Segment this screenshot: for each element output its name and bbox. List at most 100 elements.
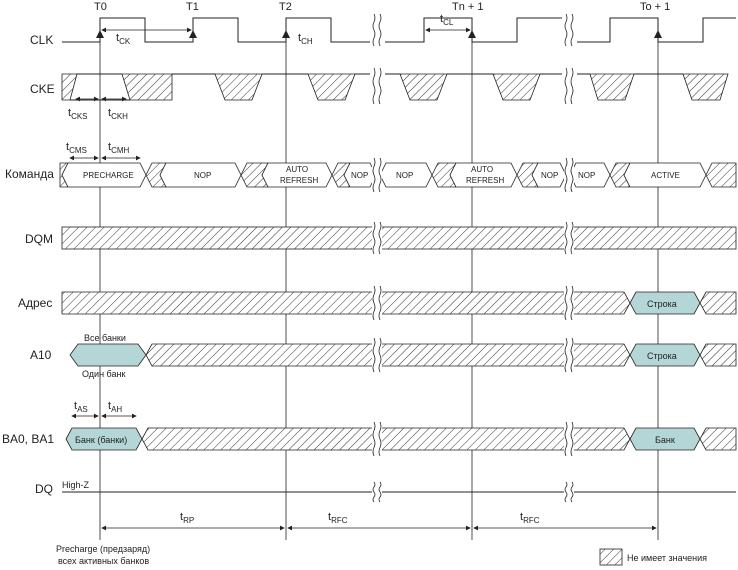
clock-t1: T1 xyxy=(186,1,199,13)
break-gap xyxy=(372,482,382,502)
break-line xyxy=(564,481,568,503)
break-line xyxy=(564,285,568,321)
break-gap xyxy=(564,158,574,192)
break-gap xyxy=(372,14,382,46)
break-gap xyxy=(564,14,574,46)
cke-waveform: tCKS tCKH xyxy=(61,73,729,121)
break-gap xyxy=(564,422,574,456)
cmd-nop-1: NOP xyxy=(194,171,211,180)
break-gap xyxy=(564,286,574,320)
break-line xyxy=(378,67,382,105)
break-line xyxy=(570,421,574,457)
tch-label: tCH xyxy=(298,32,313,46)
break-line xyxy=(570,13,574,47)
cmd-auto-1: AUTO xyxy=(286,165,308,174)
cmd-active: ACTIVE xyxy=(651,171,680,180)
break-gap xyxy=(564,68,574,104)
signal-dq: DQ xyxy=(35,482,53,496)
ba-bank-banks: Банк (банки) xyxy=(75,435,127,445)
break-line xyxy=(378,157,382,193)
break-line xyxy=(378,13,382,47)
clock-to1: To + 1 xyxy=(640,1,670,13)
signal-command: Команда xyxy=(5,167,54,181)
footer: Precharge (предзаряд) всех активных банк… xyxy=(56,544,707,566)
tcms-label: tCMS xyxy=(66,141,87,155)
clock-t0: T0 xyxy=(94,1,107,13)
dqm-waveform xyxy=(61,226,737,250)
break-line xyxy=(372,13,376,47)
break-line xyxy=(378,285,382,321)
signal-clk: CLK xyxy=(30,33,53,47)
tas-label: tAS xyxy=(74,400,88,414)
tckh-label: tCKH xyxy=(108,107,128,121)
break-line xyxy=(378,221,382,255)
reference-lines xyxy=(99,20,659,540)
dq-waveform: High-Z xyxy=(62,480,736,493)
cmd-nop-3: NOP xyxy=(396,171,413,180)
break-line xyxy=(378,421,382,457)
signal-cke: CKE xyxy=(30,82,55,96)
break-line xyxy=(564,221,568,255)
break-gap xyxy=(372,222,382,254)
cmd-refresh-2: REFRESH xyxy=(466,176,504,185)
trp-label: tRP xyxy=(180,511,194,525)
dq-high-z: High-Z xyxy=(62,480,90,490)
legend-hatch-swatch xyxy=(599,548,623,566)
tcmh-label: tCMH xyxy=(108,141,130,155)
break-line xyxy=(372,285,376,321)
legend-label: Не имеет значения xyxy=(627,553,707,563)
break-line xyxy=(564,67,568,105)
signal-a10: A10 xyxy=(30,348,52,362)
tcks-label: tCKS xyxy=(68,107,88,121)
break-marks xyxy=(372,13,574,503)
break-line xyxy=(570,337,574,373)
break-line xyxy=(378,481,382,503)
tah-label: tAH xyxy=(108,400,122,414)
a10-all-banks: Все банки xyxy=(84,333,126,343)
break-line xyxy=(570,285,574,321)
break-line xyxy=(570,67,574,105)
cmd-nop-2: NOP xyxy=(351,171,368,180)
break-gap xyxy=(372,422,382,456)
cmd-precharge: PRECHARGE xyxy=(83,171,134,180)
signal-ba: BA0, BA1 xyxy=(2,432,54,446)
break-line xyxy=(570,481,574,503)
signal-dqm: DQM xyxy=(25,232,53,246)
clock-t2: T2 xyxy=(279,1,292,13)
break-line xyxy=(372,337,376,373)
command-waveform: tCMS tCMH PRECHARGE NOP AUTO REFRESH NOP… xyxy=(59,141,737,188)
a10-waveform: Все банки Один банк Строка xyxy=(69,333,737,379)
break-gap xyxy=(564,482,574,502)
precharge-note-line1: Precharge (предзаряд) xyxy=(56,544,150,554)
break-line xyxy=(564,337,568,373)
break-gap xyxy=(564,222,574,254)
address-waveform: Строка xyxy=(61,291,737,315)
signal-address: Адрес xyxy=(18,296,52,310)
clk-waveform: tCK tCH tCL xyxy=(62,13,736,46)
break-gap xyxy=(372,286,382,320)
break-gap xyxy=(372,158,382,192)
break-line xyxy=(372,421,376,457)
break-line xyxy=(564,13,568,47)
break-line xyxy=(564,421,568,457)
trfc-label-2: tRFC xyxy=(520,511,540,525)
break-gap xyxy=(372,68,382,104)
break-line xyxy=(372,67,376,105)
clock-labels: T0 T1 T2 Tn + 1 To + 1 xyxy=(94,1,670,13)
a10-one-bank: Один банк xyxy=(82,369,125,379)
break-line xyxy=(564,157,568,193)
interval-arrows: tRP tRFC tRFC xyxy=(101,511,657,531)
break-line xyxy=(372,221,376,255)
signal-labels: CLK CKE Команда DQM Адрес A10 BA0, BA1 D… xyxy=(2,33,55,496)
tck-label: tCK xyxy=(116,32,131,46)
a10-row-value: Строка xyxy=(647,351,677,361)
cmd-nop-4: NOP xyxy=(541,171,558,180)
break-line xyxy=(372,157,376,193)
break-line xyxy=(570,157,574,193)
ba-bank-value: Банк xyxy=(655,435,675,445)
clock-tn1: Tn + 1 xyxy=(452,1,484,13)
break-gap xyxy=(372,338,382,372)
break-line xyxy=(372,481,376,503)
cmd-nop-5: NOP xyxy=(578,171,595,180)
